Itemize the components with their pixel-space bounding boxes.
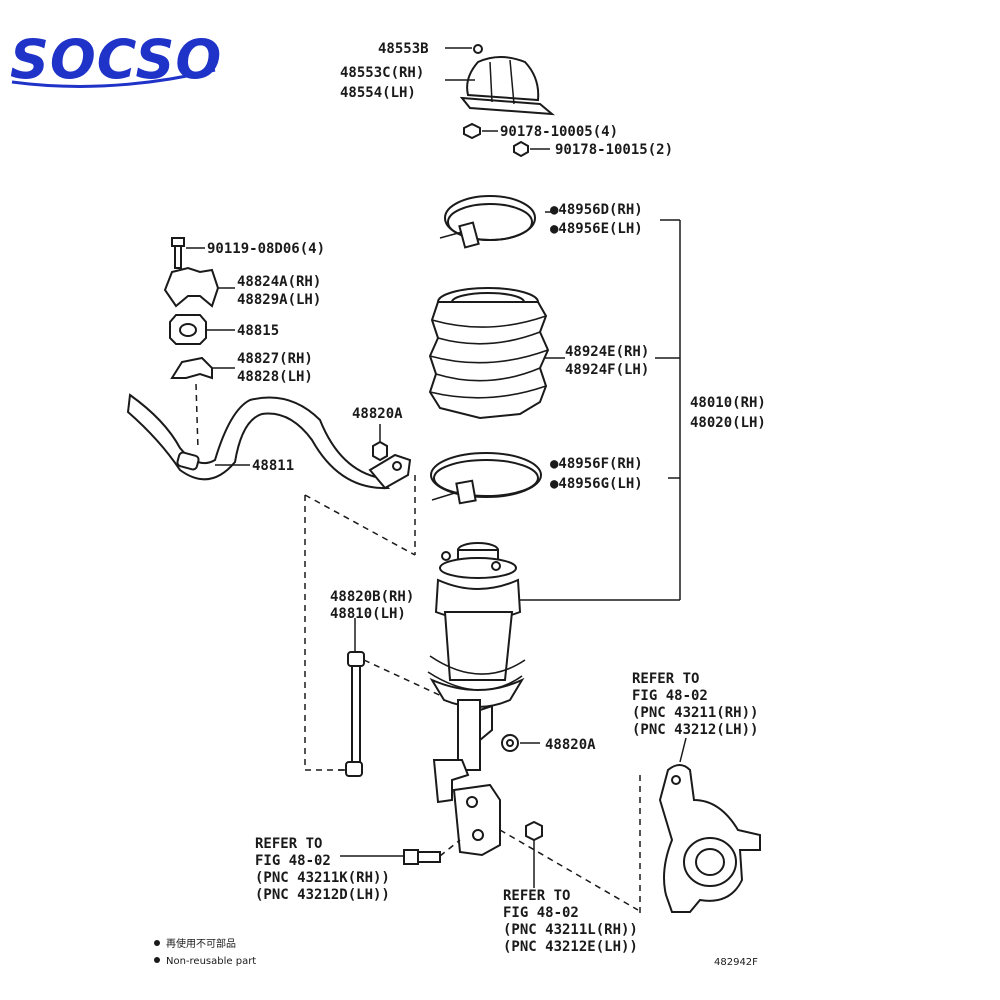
knuckle-bolt-part [340,839,461,865]
strut-assembly-bracket [520,219,681,601]
label-48956d: ●48956D(RH) [550,202,643,218]
label-48820b: 48820B(RH) [330,589,414,605]
upper-boot-clamp-part [439,195,552,249]
label-48815: 48815 [237,323,279,339]
label-48820a-bottom: 48820A [545,737,596,753]
ref-nut-line-2: FIG 48-02 [503,905,579,921]
label-48811: 48811 [252,458,294,474]
label-48828: 48828(LH) [237,369,313,385]
label-48956f: ●48956F(RH) [550,456,643,472]
label-48020: 48020(LH) [690,415,766,431]
ref-nut-line-1: REFER TO [503,888,570,904]
legend-bullet-1 [154,940,160,946]
brand-logo-text: SOCSO [10,28,222,91]
bellows-boot-part [428,287,565,420]
label-48554: 48554(LH) [340,85,416,101]
knuckle-nut-part [499,820,639,911]
ref-bolt-line-3: (PNC 43211K(RH)) [255,870,390,886]
lower-nut-part [501,734,540,752]
stabilizer-bracket-parts [163,237,235,380]
label-48824a: 48824A(RH) [237,274,321,290]
ref-bolt-line-1: REFER TO [255,836,322,852]
strut-spring-part [427,542,526,857]
label-90178-10015: 90178-10015(2) [555,142,673,158]
label-48553c: 48553C(RH) [340,65,424,81]
label-48956g: ●48956G(LH) [550,476,643,492]
label-48553b: 48553B [378,41,429,57]
label-48010: 48010(RH) [690,395,766,411]
ref-bolt-line-4: (PNC 43212D(LH)) [255,887,390,903]
reference-knuckle: REFER TO FIG 48-02 (PNC 43211(RH)) (PNC … [632,671,758,738]
figure-code: 482942F [714,957,758,968]
ref-knuckle-line-4: (PNC 43212(LH)) [632,722,758,738]
dust-cap-part [445,44,556,158]
label-48924e: 48924E(RH) [565,344,649,360]
label-48829a: 48829A(LH) [237,292,321,308]
reference-bolt: REFER TO FIG 48-02 (PNC 43211K(RH)) (PNC… [255,836,390,903]
ref-bolt-line-2: FIG 48-02 [255,853,331,869]
reference-nut: REFER TO FIG 48-02 (PNC 43211L(RH)) (PNC… [503,888,638,955]
brand-logo: SOCSO [10,28,222,91]
legend-text-jp: 再使用不可部品 [166,937,236,950]
label-48924f: 48924F(LH) [565,362,649,378]
label-90178-10005: 90178-10005(4) [500,124,618,140]
label-48956e: ●48956E(LH) [550,221,643,237]
legend: 再使用不可部品 Non-reusable part [154,937,256,967]
legend-bullet-2 [154,957,160,963]
label-48810: 48810(LH) [330,606,406,622]
lower-boot-clamp-part [430,452,542,505]
ref-knuckle-line-2: FIG 48-02 [632,688,708,704]
label-48827: 48827(RH) [237,351,313,367]
legend-text-en: Non-reusable part [166,956,256,967]
steering-knuckle-part [639,737,761,915]
label-90119: 90119-08D06(4) [207,241,325,257]
ref-knuckle-line-1: REFER TO [632,671,699,687]
ref-knuckle-line-3: (PNC 43211(RH)) [632,705,758,721]
ref-nut-line-3: (PNC 43211L(RH)) [503,922,638,938]
stabilizer-link-part [304,475,451,777]
ref-nut-line-4: (PNC 43212E(LH)) [503,939,638,955]
stabilizer-bar-part [126,383,412,490]
label-48820a-top: 48820A [352,406,403,422]
